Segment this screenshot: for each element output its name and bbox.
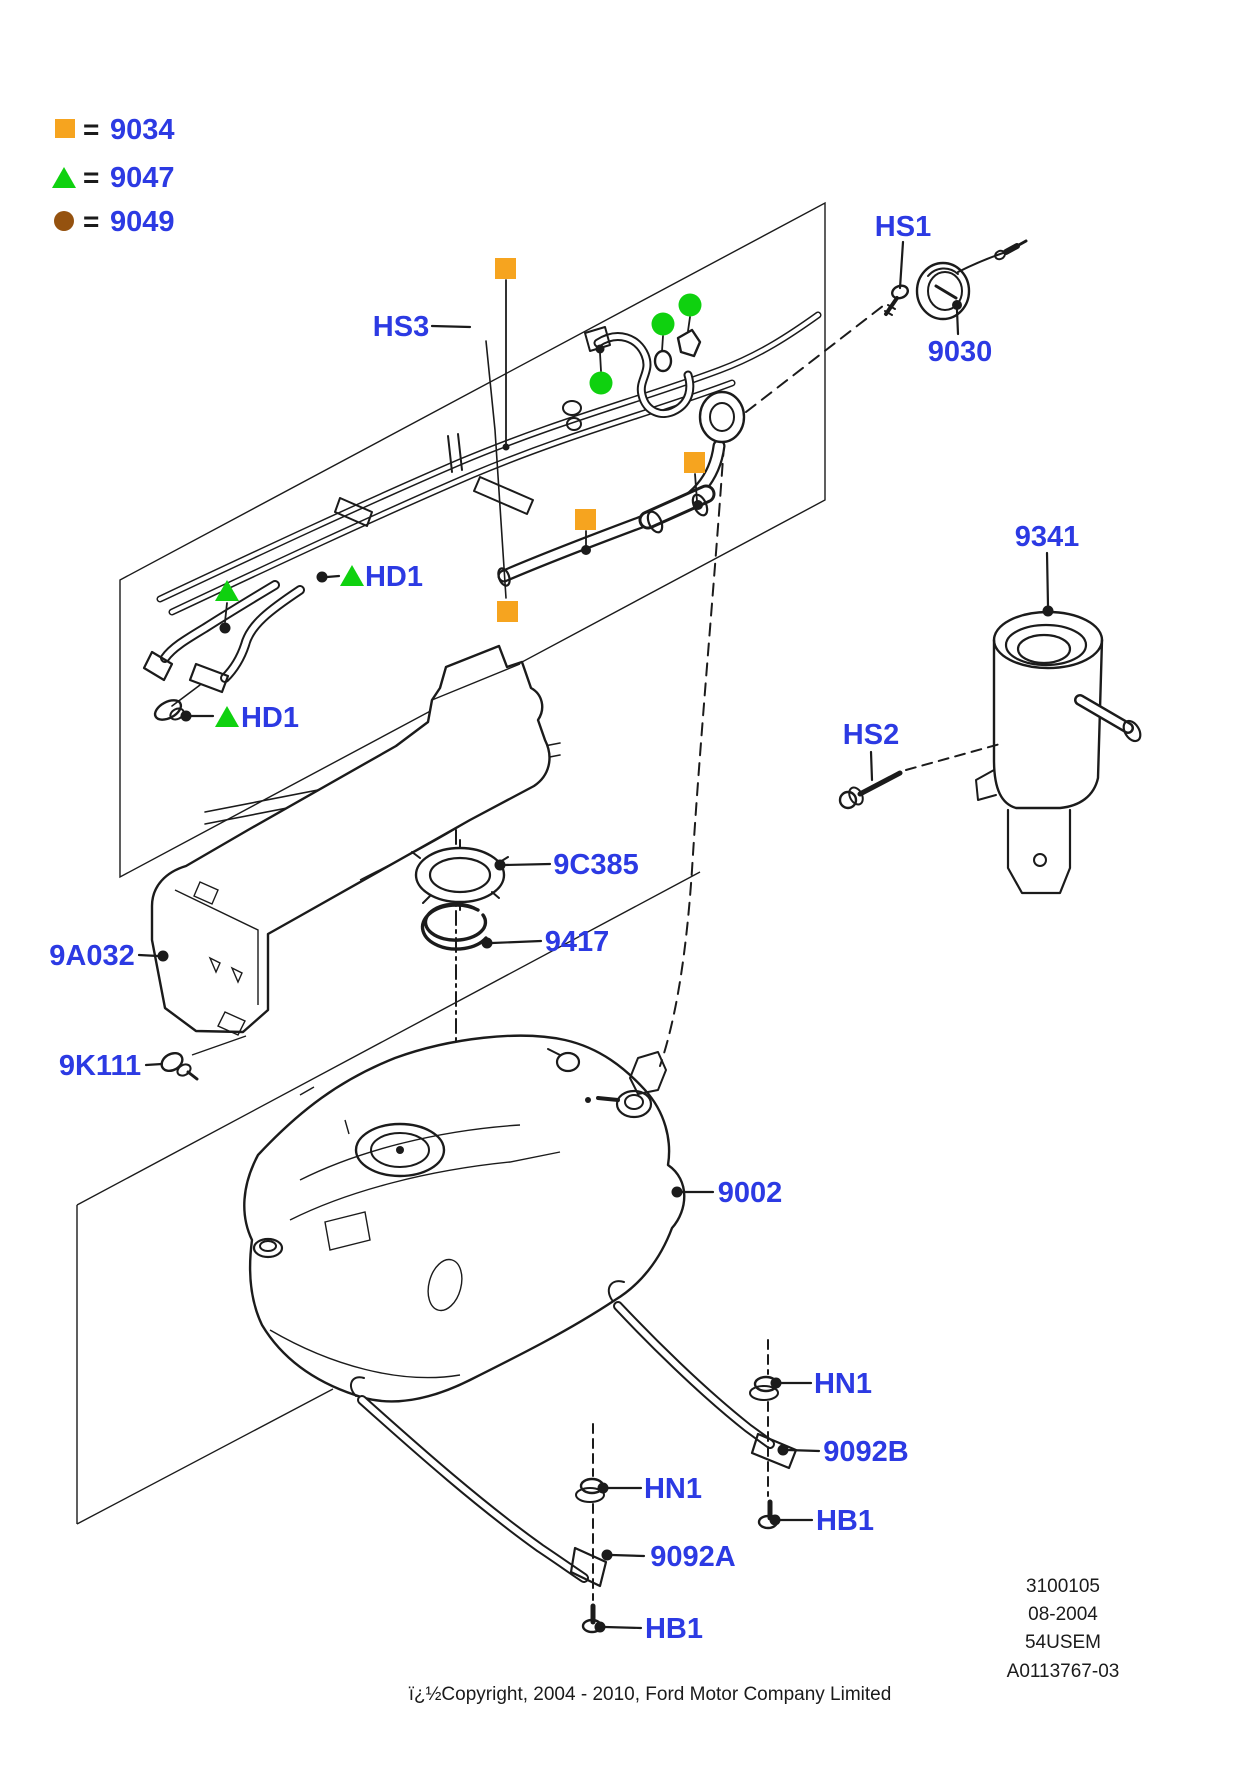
label-hb1-right: HB1 <box>816 1505 874 1537</box>
leader-lines <box>137 240 1054 1633</box>
legend-green-triangle <box>52 167 76 188</box>
marker-9034-square <box>497 601 518 622</box>
label-hd1-lower: HD1 <box>241 702 299 734</box>
part-labels: HS1 9030 HS3 HD1 HD1 9341 HS2 9C385 9417… <box>49 211 1079 1645</box>
label-9417: 9417 <box>545 926 610 958</box>
legend-brown-circle <box>54 211 74 231</box>
legend-orange-square <box>55 119 75 138</box>
hs1-screw <box>884 284 909 316</box>
marker-9047-triangle <box>215 706 239 727</box>
marker-9034-square <box>575 509 596 530</box>
legend-code-9047: 9047 <box>110 162 175 194</box>
strap-studs <box>592 1339 769 1601</box>
hd-hoses <box>142 580 305 721</box>
doc-market: 54USEM <box>1025 1632 1101 1653</box>
legend-equals: = <box>83 114 99 145</box>
marker-9047-triangle <box>215 580 239 601</box>
marker-9047-triangle <box>340 565 364 586</box>
label-9c385: 9C385 <box>553 849 638 881</box>
fuel-tank-9002 <box>243 1034 686 1403</box>
legend-equals: = <box>83 162 99 193</box>
9k111-pin <box>160 1035 247 1081</box>
marker-9049-circle <box>678 293 702 317</box>
doc-number: 3100105 <box>1026 1576 1100 1597</box>
heat-shield-9a032 <box>150 644 551 1036</box>
label-9002: 9002 <box>718 1177 783 1209</box>
mounting-panel-upper <box>119 201 826 879</box>
label-9092b: 9092B <box>823 1436 908 1468</box>
legend-equals: = <box>83 206 99 237</box>
filler-cap-9030 <box>915 239 1028 321</box>
callout-markers <box>215 258 705 634</box>
copyright-line: ï¿½Copyright, 2004 - 2010, Ford Motor Co… <box>409 1684 892 1705</box>
o-ring-9417 <box>420 902 488 951</box>
lock-ring-9c385 <box>411 839 509 911</box>
marker-9034-square <box>495 258 516 279</box>
label-hd1-upper: HD1 <box>365 561 423 593</box>
label-9k111: 9K111 <box>59 1050 141 1082</box>
label-9030: 9030 <box>928 336 993 368</box>
label-hb1-left: HB1 <box>645 1613 703 1645</box>
label-9341: 9341 <box>1015 521 1080 553</box>
doc-reference: A0113767-03 <box>1007 1661 1120 1682</box>
label-hs3: HS3 <box>373 311 429 343</box>
label-hn1-left: HN1 <box>644 1473 702 1505</box>
footer: 3100105 08-2004 54USEM A0113767-03 ï¿½Co… <box>409 1576 1120 1705</box>
vent-hose <box>584 326 702 418</box>
label-hs2: HS2 <box>843 719 899 751</box>
label-9092a: 9092A <box>650 1541 736 1573</box>
label-hs1: HS1 <box>875 211 931 243</box>
label-hn1-right: HN1 <box>814 1368 872 1400</box>
mounting-panel-lower <box>76 871 701 1525</box>
strap-9092b <box>607 1280 798 1470</box>
doc-date: 08-2004 <box>1028 1604 1098 1625</box>
legend: = 9034 = 9047 = 9049 <box>52 114 175 238</box>
canister-9341 <box>975 610 1142 895</box>
legend-code-9034: 9034 <box>110 114 175 146</box>
hs2-bolt <box>838 770 903 810</box>
strap-9092a <box>349 1376 608 1588</box>
marker-9049-circle <box>651 312 675 336</box>
label-9a032: 9A032 <box>49 940 134 972</box>
marker-9049-circle <box>589 371 613 395</box>
marker-9034-square <box>684 452 705 473</box>
legend-code-9049: 9049 <box>110 206 175 238</box>
